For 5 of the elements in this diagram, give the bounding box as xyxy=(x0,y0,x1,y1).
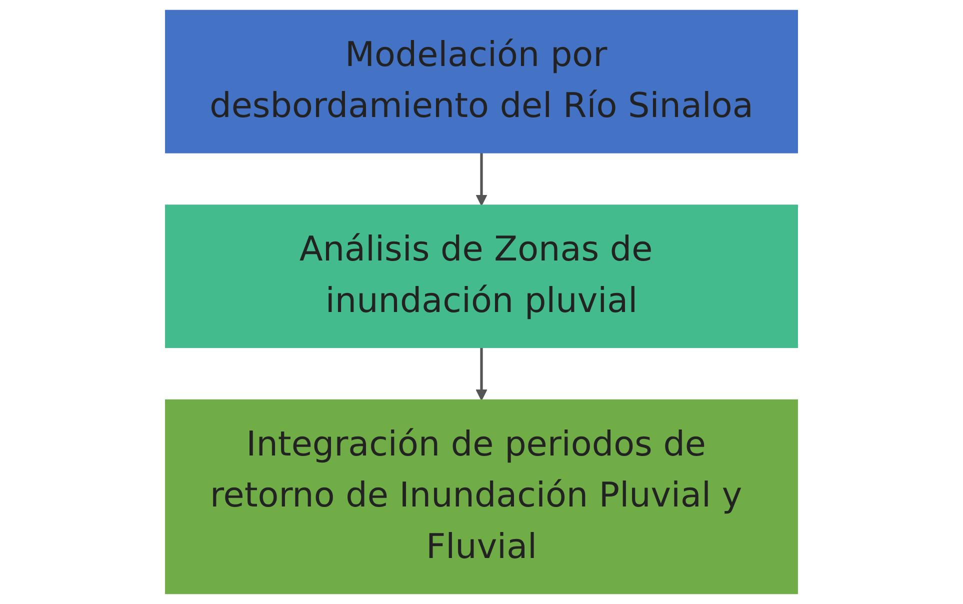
node-box: Integración de periodos de retorno de Inundación Pluvial y Fluvial xyxy=(165,399,798,594)
node-box: Modelación por desbordamiento del Río Sinaloa xyxy=(165,10,798,154)
node-box: Análisis de Zonas de inundación pluvial xyxy=(165,204,798,348)
arrow xyxy=(476,152,488,206)
arrow xyxy=(476,347,488,401)
